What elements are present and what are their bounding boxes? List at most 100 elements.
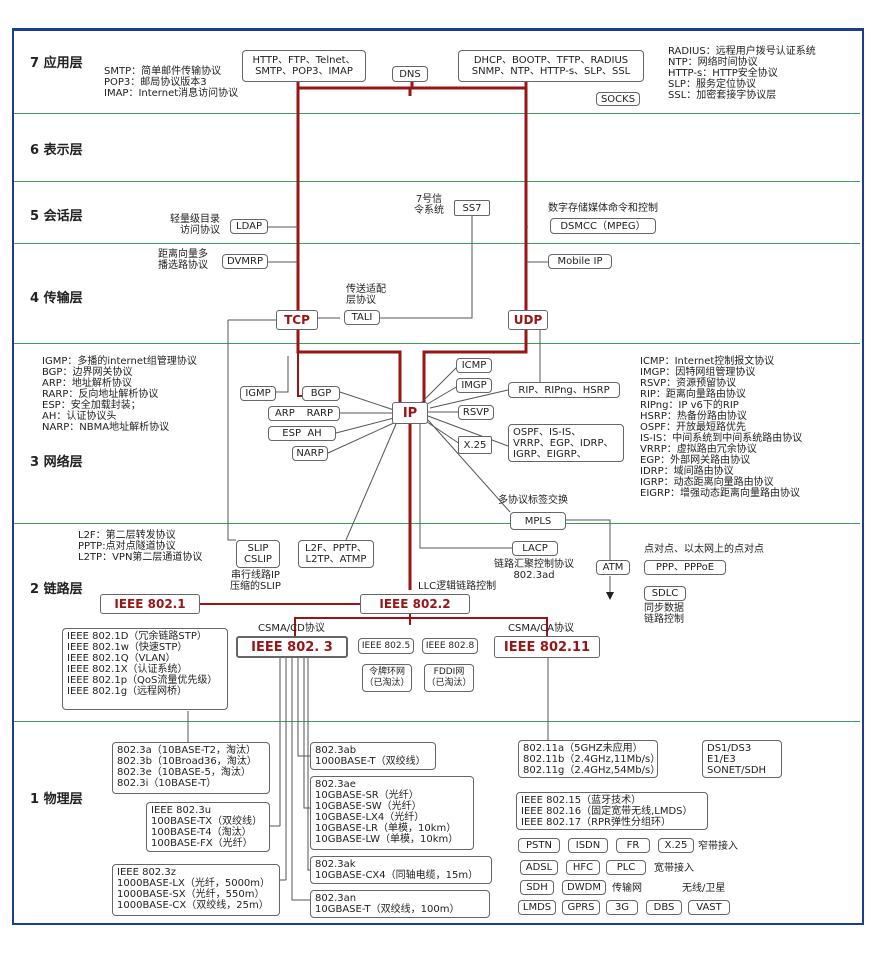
dsmcc-box: DSMCC（MPEG） (550, 218, 656, 234)
socks-box: SOCKS (596, 92, 640, 106)
ieee8021-list-box: IEEE 802.1D（冗余链路STP） IEEE 802.1w（快速STP） … (62, 628, 228, 710)
ip-box: IP (392, 402, 428, 424)
pstn-box: PSTN (518, 838, 560, 853)
layer-divider (14, 343, 860, 344)
ldap-box: LDAP (230, 219, 268, 234)
ieee8023-box: IEEE 802. 3 (236, 636, 348, 658)
ethernet-3ab-box: 802.3ab 1000BASE-T（双绞线） (310, 742, 436, 770)
sdlc-label: 同步数据 链路控制 (644, 603, 684, 625)
ethernet-10m-box: 802.3a（10BASE-T2，淘汰） 802.3b（10Broad36，淘汰… (112, 742, 270, 794)
layer-6-label: 6 表示层 (30, 143, 83, 158)
vast-box: VAST (688, 900, 730, 915)
wireless-label: 无线/卫星 (682, 883, 726, 894)
ieee8016-box: IEEE 802.15（蓝牙技术） IEEE 802.16（固定宽带无线,LMD… (516, 792, 708, 830)
3g-box: 3G (606, 900, 638, 915)
dbs-box: DBS (646, 900, 682, 915)
lacp-label: 链路汇聚控制协议 802.3ad (494, 559, 574, 581)
arp-label: ARP (274, 408, 295, 419)
ieee8025-box: IEEE 802.5 (358, 638, 414, 654)
layer-5-label: 5 会话层 (30, 209, 83, 224)
arp-rarp-box: ARP RARP (268, 406, 340, 421)
igmp-box: IGMP (240, 386, 276, 401)
dns-box: DNS (392, 66, 428, 82)
csmaca-label: CSMA/CA协议 (508, 623, 574, 634)
narp-box: NARP (292, 446, 328, 461)
token-ring-box: 令牌环网 （已淘汰） (362, 664, 412, 692)
tali-label: 传送适配 层协议 (346, 284, 386, 306)
tali-box: TALI (344, 310, 380, 325)
mpls-box: MPLS (510, 512, 566, 530)
lmds-box: LMDS (518, 900, 556, 915)
link-left-notes: L2F：第二层转发协议 PPTP:点对点隧道协议 L2TP：VPN第二层通道协议 (78, 530, 203, 563)
ospf-group-box: OSPF、IS-IS、 VRRP、EGP、IDRP、 IGRP、EIGRP、 (508, 424, 624, 462)
csmacd-label: CSMA/CD协议 (258, 623, 325, 634)
icmp-box: ICMP (456, 358, 492, 373)
network-right-notes: ICMP：Internet控制报文协议 IMGP：因特网组管理协议 RSVP：资… (640, 356, 803, 499)
layer-2-label: 2 链路层 (30, 582, 83, 597)
ethernet-3ae-box: 802.3ae 10GBASE-SR（光纤） 10GBASE-SW（光纤） 10… (310, 776, 474, 850)
ss7-label: 7号信 令系统 (414, 194, 444, 216)
ethernet-3an-box: 802.3an 10GBASE-T（双绞线，100m） (310, 890, 490, 918)
ethernet-1000m-box: IEEE 802.3z 1000BASE-LX（光纤，5000m） 1000BA… (112, 864, 280, 916)
trans-label: 传输网 (612, 883, 642, 894)
gprs-box: GPRS (562, 900, 600, 915)
ppp-box: PPP、PPPoE (644, 560, 726, 575)
lacp-box: LACP (512, 541, 558, 556)
layer-divider (14, 113, 860, 114)
x25-phy-box: X.25 (658, 838, 694, 853)
layer-divider (14, 721, 860, 722)
network-left-notes: IGMP：多播的internet组管理协议 BGP：边界网关协议 ARP：地址解… (42, 356, 197, 433)
layer-divider (14, 523, 860, 524)
ds-box: DS1/DS3 E1/E3 SONET/SDH (702, 740, 782, 778)
ethernet-100m-box: IEEE 802.3u 100BASE-TX（双绞线） 100BASE-T4（淘… (146, 802, 270, 852)
esp-ah-box: ESP AH (268, 426, 336, 441)
udp-box: UDP (508, 310, 548, 330)
dsmcc-label: 数字存储媒体命令和控制 (548, 203, 658, 214)
ldap-label: 轻量级目录 访问协议 (170, 214, 220, 236)
rsvp-box: RSVP (458, 405, 494, 420)
ieee80211-box: IEEE 802.11 (494, 636, 600, 658)
adsl-box: ADSL (520, 860, 558, 875)
imgp-box: IMGP (456, 378, 492, 393)
dwdm-box: DWDM (562, 880, 606, 895)
layer-4-label: 4 传输层 (30, 291, 83, 306)
dvmrp-box: DVMRP (222, 254, 268, 269)
atm-box: ATM (596, 560, 630, 575)
layer-divider (14, 243, 860, 244)
plc-box: PLC (606, 860, 646, 875)
layer-7-label: 7 应用层 (30, 56, 83, 71)
dvmrp-label: 距离向量多 播选路协议 (158, 249, 208, 271)
sdh-box: SDH (520, 880, 554, 895)
ss7-box: SS7 (454, 200, 490, 216)
tcp-box: TCP (276, 310, 318, 330)
fddi-box: FDDI网 （已淘汰） (424, 664, 474, 692)
isdn-box: ISDN (568, 838, 608, 853)
broad-label: 宽带接入 (654, 863, 694, 874)
layer-1-label: 1 物理层 (30, 792, 83, 807)
ieee8028-box: IEEE 802.8 (422, 638, 478, 654)
app-left-notes: SMTP：简单邮件传输协议 POP3：邮局协议版本3 IMAP：Internet… (104, 66, 239, 99)
llc-label: LLC逻辑链路控制 (418, 581, 497, 592)
p2p-label: 点对点、以太网上的点对点 (644, 544, 764, 555)
layer-3-label: 3 网络层 (30, 455, 83, 470)
tcp-apps-box: HTTP、FTP、Telnet、 SMTP、POP3、IMAP (242, 50, 366, 82)
mobile-ip-box: Mobile IP (548, 254, 612, 269)
rarp-label: RARP (306, 408, 334, 419)
layer-divider (14, 181, 860, 182)
ethernet-3ak-box: 802.3ak 10GBASE-CX4（同轴电缆，15m） (310, 856, 492, 884)
bgp-box: BGP (302, 386, 340, 401)
wifi-box: 802.11a（5GHZ未应用） 802.11b（2.4GHz,11Mb/s） … (518, 740, 660, 778)
rip-group-box: RIP、RIPng、HSRP (508, 382, 620, 398)
sdlc-box: SDLC (644, 586, 686, 601)
app-right-notes: RADIUS：远程用户拨号认证系统 NTP：网络时间协议 HTTP-s：HTTP… (668, 46, 816, 101)
fr-box: FR (616, 838, 650, 853)
udp-apps-box: DHCP、BOOTP、TFTP、RADIUS SNMP、NTP、HTTP-s、S… (458, 50, 644, 82)
ieee8022-box: IEEE 802.2 (360, 594, 470, 614)
ieee8021-box: IEEE 802.1 (100, 594, 200, 614)
slip-cslip-box: SLIP CSLIP (236, 540, 280, 568)
narrow-label: 窄带接入 (698, 841, 738, 852)
hfc-box: HFC (566, 860, 600, 875)
mpls-label: 多协议标签交换 (498, 495, 568, 506)
slip-label: 串行线路IP 压缩的SLIP (230, 570, 281, 592)
